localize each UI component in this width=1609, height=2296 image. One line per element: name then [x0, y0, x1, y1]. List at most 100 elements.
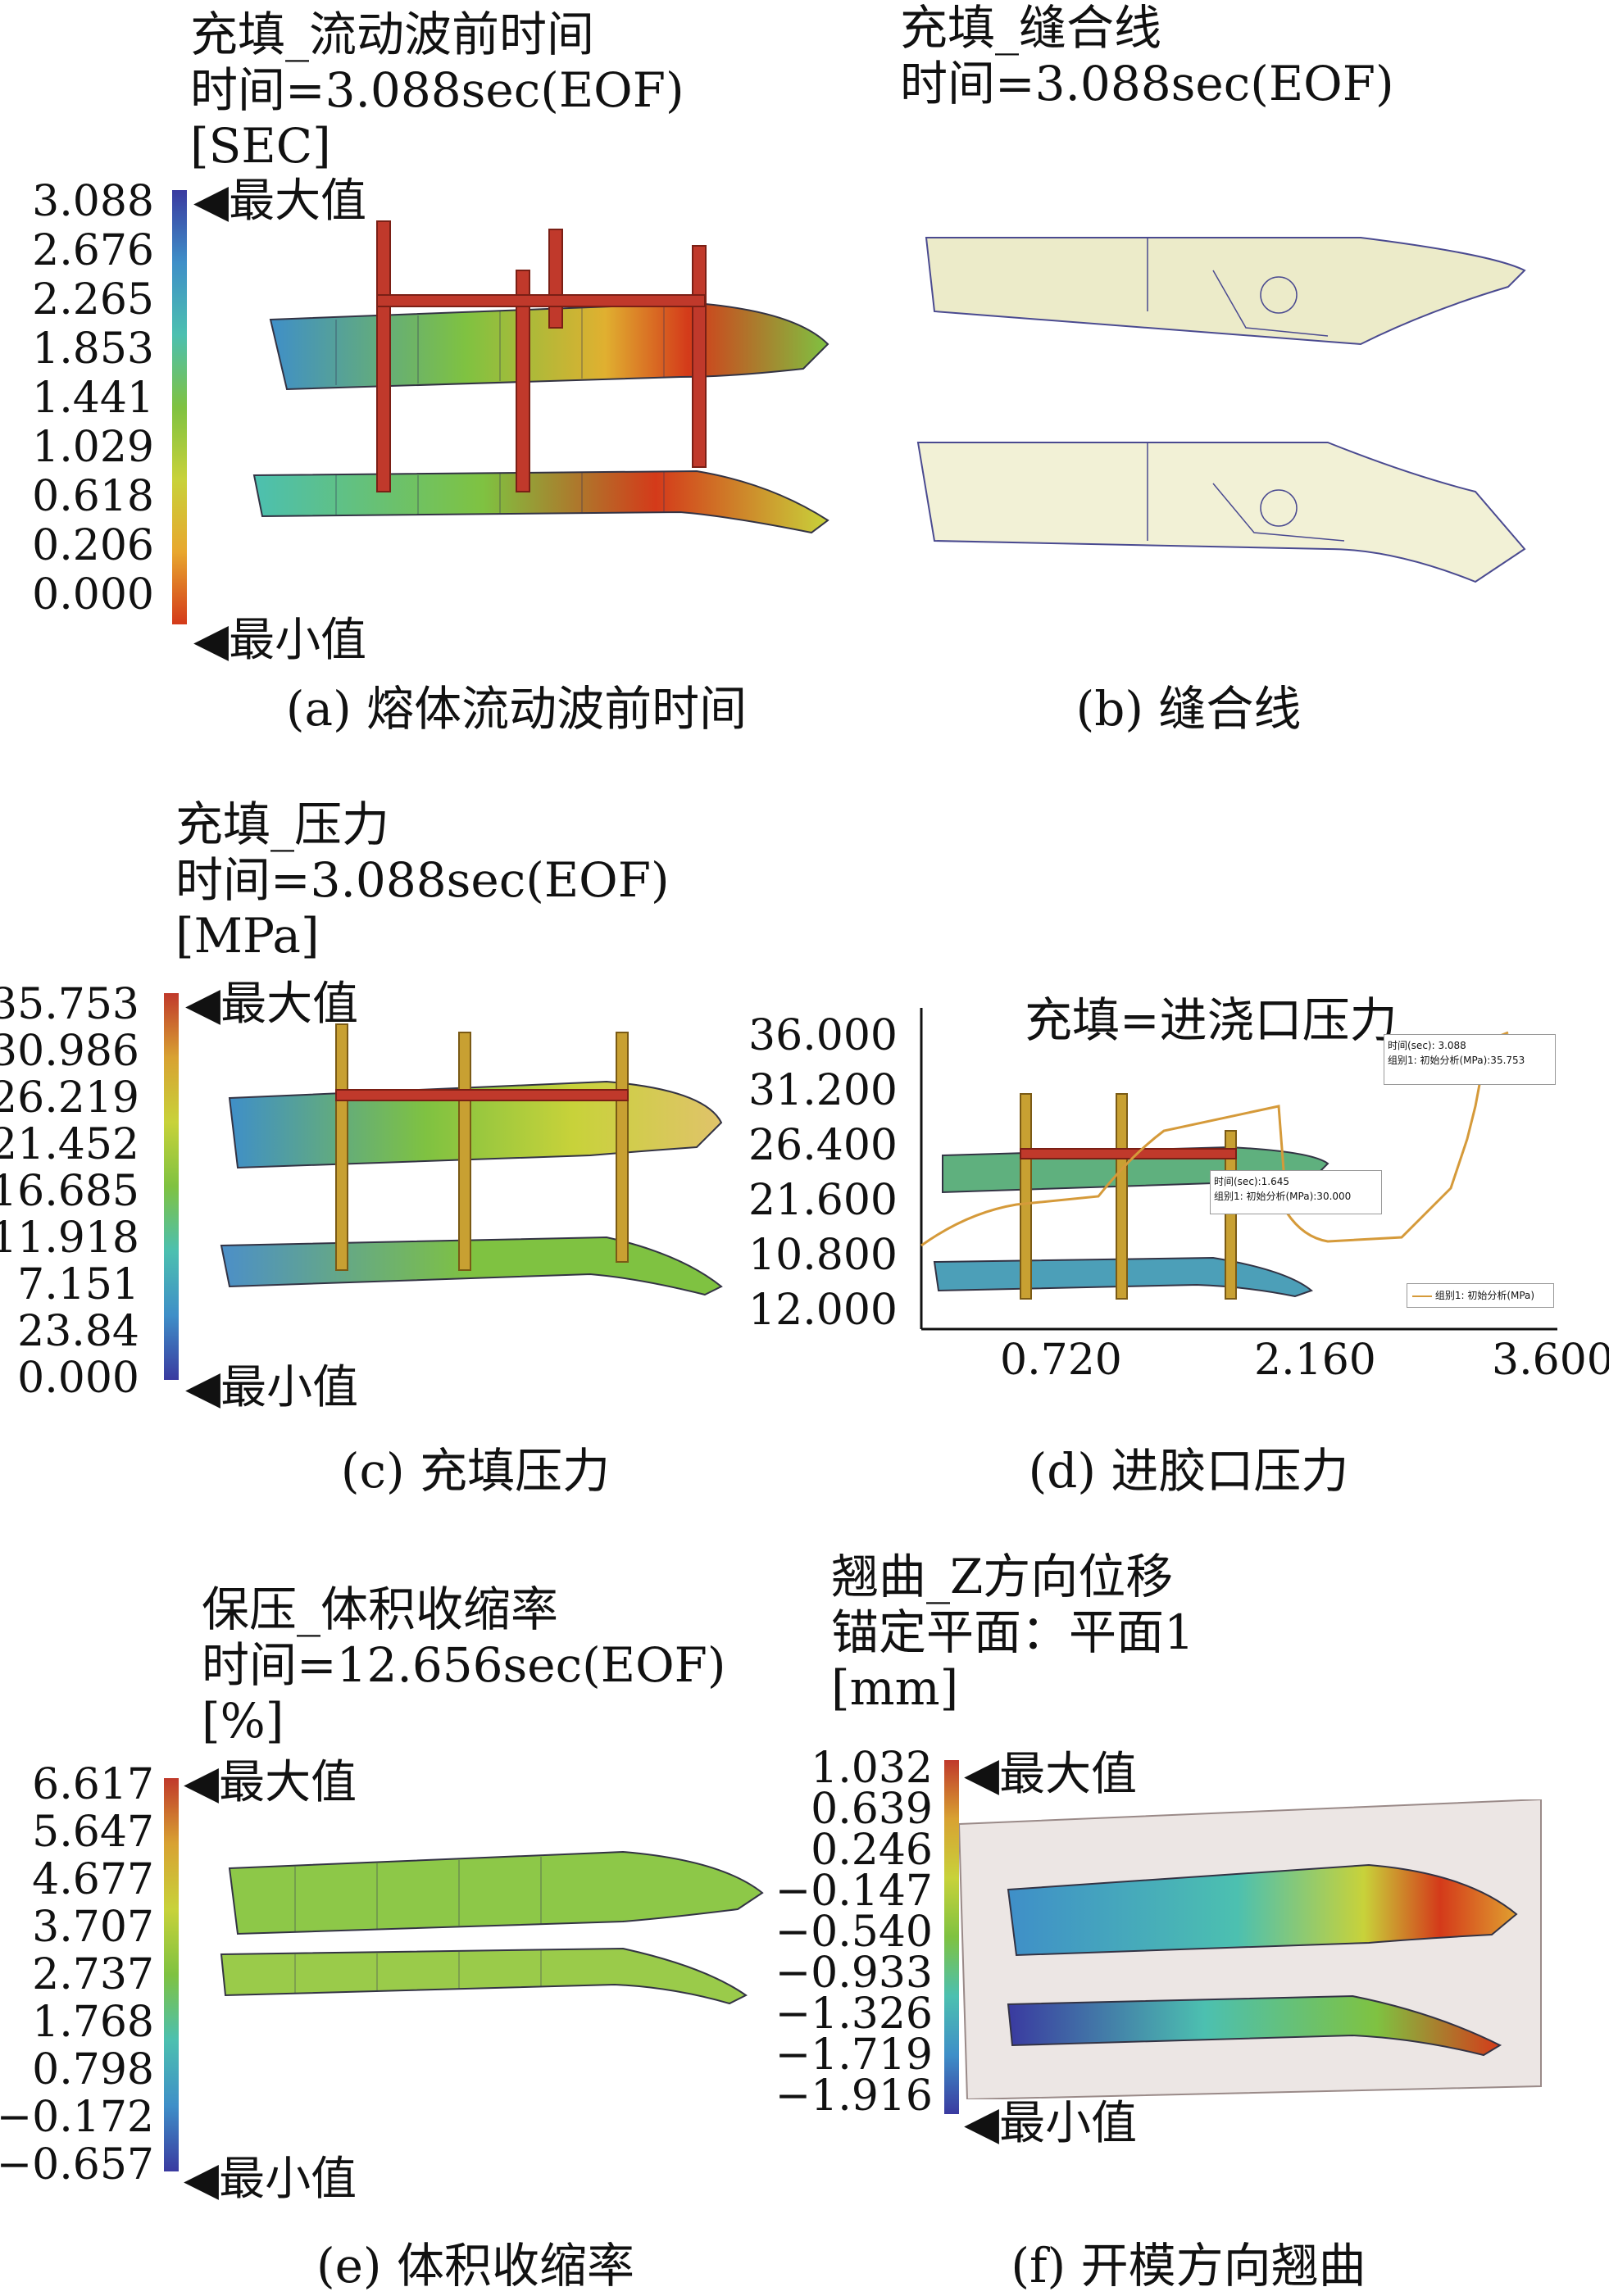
- panel-f-max-marker: ◀最大值: [964, 1748, 1138, 1801]
- panel-a-caption: (a) 熔体流动波前时间: [285, 681, 748, 737]
- panel-c-scale-ticks: 35.753 30.986 26.219 21.452 16.685 11.91…: [0, 980, 139, 1400]
- legend-line-swatch: [1412, 1295, 1432, 1297]
- scale-tick: 16.685: [0, 1167, 139, 1216]
- panel-b-time: 时间=3.088sec(EOF): [900, 56, 1394, 111]
- legend-label: 组别1: 初始分析(MPa): [1434, 1290, 1535, 1301]
- y-tick: 36.000: [748, 1011, 898, 1060]
- panel-d-graph-area: [920, 1008, 1557, 1331]
- panel-c-unit: [MPa]: [175, 908, 320, 964]
- panel-c-part-model: [220, 1023, 723, 1296]
- scale-tick: 23.84: [17, 1307, 139, 1356]
- panel-d-title: 充填=进浇口压力: [1025, 992, 1398, 1048]
- panel-d-tooltip-mid: 时间(sec):1.645 组别1: 初始分析(MPa):30.000: [1210, 1170, 1382, 1214]
- scale-tick: −0.172: [0, 2093, 154, 2142]
- scale-tick: 1.853: [32, 324, 154, 374]
- x-tick: 2.160: [1254, 1336, 1376, 1385]
- panel-e-min-marker: ◀最小值: [184, 2153, 357, 2206]
- scale-tick: 1.768: [32, 1998, 154, 2047]
- panel-f-scale-ticks: 1.032 0.639 0.246 −0.147 −0.540 −0.933 −…: [770, 1747, 933, 2132]
- panel-e-scale-ticks: 6.617 5.647 4.677 3.707 2.737 1.768 0.79…: [0, 1763, 154, 2189]
- scale-tick: 0.246: [811, 1826, 933, 1875]
- scale-tick: 11.918: [0, 1214, 139, 1263]
- panel-b-caption: (b) 缝合线: [1075, 681, 1302, 737]
- scale-tick: −1.719: [775, 2031, 933, 2080]
- scale-tick: 4.677: [32, 1855, 154, 1904]
- panel-b-part-model: [916, 237, 1526, 583]
- panel-e-caption: (e) 体积收缩率: [316, 2238, 635, 2294]
- scale-tick: 0.000: [17, 1354, 139, 1403]
- tooltip-line: 时间(sec): 3.088: [1388, 1040, 1466, 1051]
- scale-tick: 1.032: [811, 1744, 933, 1793]
- scale-tick: −0.657: [0, 2140, 154, 2189]
- scale-tick: −0.147: [775, 1867, 933, 1916]
- panel-a-unit: [SEC]: [190, 118, 331, 174]
- panel-c-max-marker: ◀最大值: [185, 978, 359, 1031]
- panel-a-part-model: [252, 220, 829, 534]
- panel-c-caption: (c) 充填压力: [340, 1443, 611, 1499]
- scale-tick: 6.617: [32, 1760, 154, 1809]
- scale-tick: 0.618: [32, 472, 154, 521]
- panel-e-max-marker: ◀最大值: [184, 1756, 357, 1809]
- scale-tick: 2.265: [32, 275, 154, 324]
- panel-a-header: 充填_流动波前时间 时间=3.088sec(EOF) [SEC]: [190, 7, 684, 174]
- panel-f-min-marker: ◀最小值: [964, 2097, 1138, 2150]
- panel-c-time: 时间=3.088sec(EOF): [175, 852, 670, 908]
- panel-e-part-model: [220, 1850, 764, 2005]
- tooltip-line: 组别1: 初始分析(MPa):35.753: [1388, 1055, 1525, 1066]
- x-tick: 0.720: [1000, 1336, 1122, 1385]
- scale-tick: 1.029: [32, 423, 154, 472]
- panel-c-title: 充填_压力: [175, 796, 390, 852]
- panel-f-color-scale-bar: [944, 1760, 959, 2114]
- y-tick: 10.800: [748, 1231, 898, 1280]
- scale-tick: 30.986: [0, 1027, 139, 1076]
- panel-f-part-model: [959, 1799, 1542, 2099]
- y-tick: 26.400: [748, 1121, 898, 1170]
- panel-a-time: 时间=3.088sec(EOF): [190, 62, 684, 118]
- panel-e-header: 保压_体积收缩率 时间=12.656sec(EOF) [%]: [202, 1581, 726, 1749]
- panel-a-scale-ticks: 3.088 2.676 2.265 1.853 1.441 1.029 0.61…: [0, 180, 154, 623]
- panel-e-title: 保压_体积收缩率: [202, 1581, 559, 1637]
- panel-f-anchor-plane: 锚定平面：平面1: [831, 1604, 1194, 1660]
- y-tick: 12.000: [748, 1286, 898, 1335]
- scale-tick: 21.452: [0, 1120, 139, 1169]
- scale-tick: 0.639: [811, 1785, 933, 1834]
- scale-tick: 35.753: [0, 980, 139, 1029]
- y-tick: 31.200: [748, 1066, 898, 1115]
- panel-d-y-axis-ticks: 36.000 31.200 26.400 21.600 10.800 12.00…: [742, 1011, 898, 1339]
- scale-tick: −1.326: [775, 1990, 933, 2039]
- panel-e-unit: [%]: [202, 1693, 284, 1749]
- pressure-curve: [920, 1031, 1509, 1247]
- scale-tick: 7.151: [17, 1260, 139, 1309]
- scale-tick: 2.737: [32, 1950, 154, 1999]
- panel-f-title: 翘曲_Z方向位移: [831, 1549, 1174, 1604]
- scale-tick: −0.540: [775, 1908, 933, 1957]
- panel-e-color-scale-bar: [164, 1778, 179, 2171]
- scale-tick: 5.647: [32, 1808, 154, 1857]
- scale-tick: 2.676: [32, 226, 154, 275]
- tooltip-line: 组别1: 初始分析(MPa):30.000: [1214, 1191, 1352, 1202]
- panel-a-title: 充填_流动波前时间: [190, 7, 595, 62]
- scale-tick: −1.916: [775, 2071, 933, 2121]
- panel-e-time: 时间=12.656sec(EOF): [202, 1637, 726, 1693]
- scale-tick: 3.707: [32, 1903, 154, 1952]
- panel-c-color-scale-bar: [164, 993, 179, 1380]
- panel-c-header: 充填_压力 时间=3.088sec(EOF) [MPa]: [175, 796, 670, 964]
- scale-tick: 0.000: [32, 570, 154, 619]
- tooltip-line: 时间(sec):1.645: [1214, 1176, 1289, 1187]
- scale-tick: 1.441: [32, 374, 154, 423]
- panel-a-max-marker: ◀最大值: [193, 175, 367, 228]
- scale-tick: 0.798: [32, 2045, 154, 2094]
- panel-a-min-marker: ◀最小值: [193, 614, 367, 667]
- panel-f-unit: [mm]: [831, 1660, 959, 1716]
- x-tick: 3.600: [1492, 1336, 1609, 1385]
- panel-d-caption: (d) 进胶口压力: [1028, 1443, 1349, 1499]
- panel-d-tooltip-max: 时间(sec): 3.088 组别1: 初始分析(MPa):35.753: [1384, 1034, 1556, 1085]
- scale-tick: 0.206: [32, 521, 154, 570]
- panel-d-legend: 组别1: 初始分析(MPa): [1407, 1283, 1554, 1308]
- y-tick: 21.600: [748, 1176, 898, 1225]
- panel-b-title: 充填_缝合线: [900, 0, 1162, 56]
- panel-f-caption: (f) 开模方向翘曲: [1011, 2238, 1366, 2294]
- scale-tick: 26.219: [0, 1073, 139, 1123]
- panel-c-min-marker: ◀最小值: [185, 1361, 359, 1414]
- panel-f-header: 翘曲_Z方向位移 锚定平面：平面1 [mm]: [831, 1549, 1194, 1716]
